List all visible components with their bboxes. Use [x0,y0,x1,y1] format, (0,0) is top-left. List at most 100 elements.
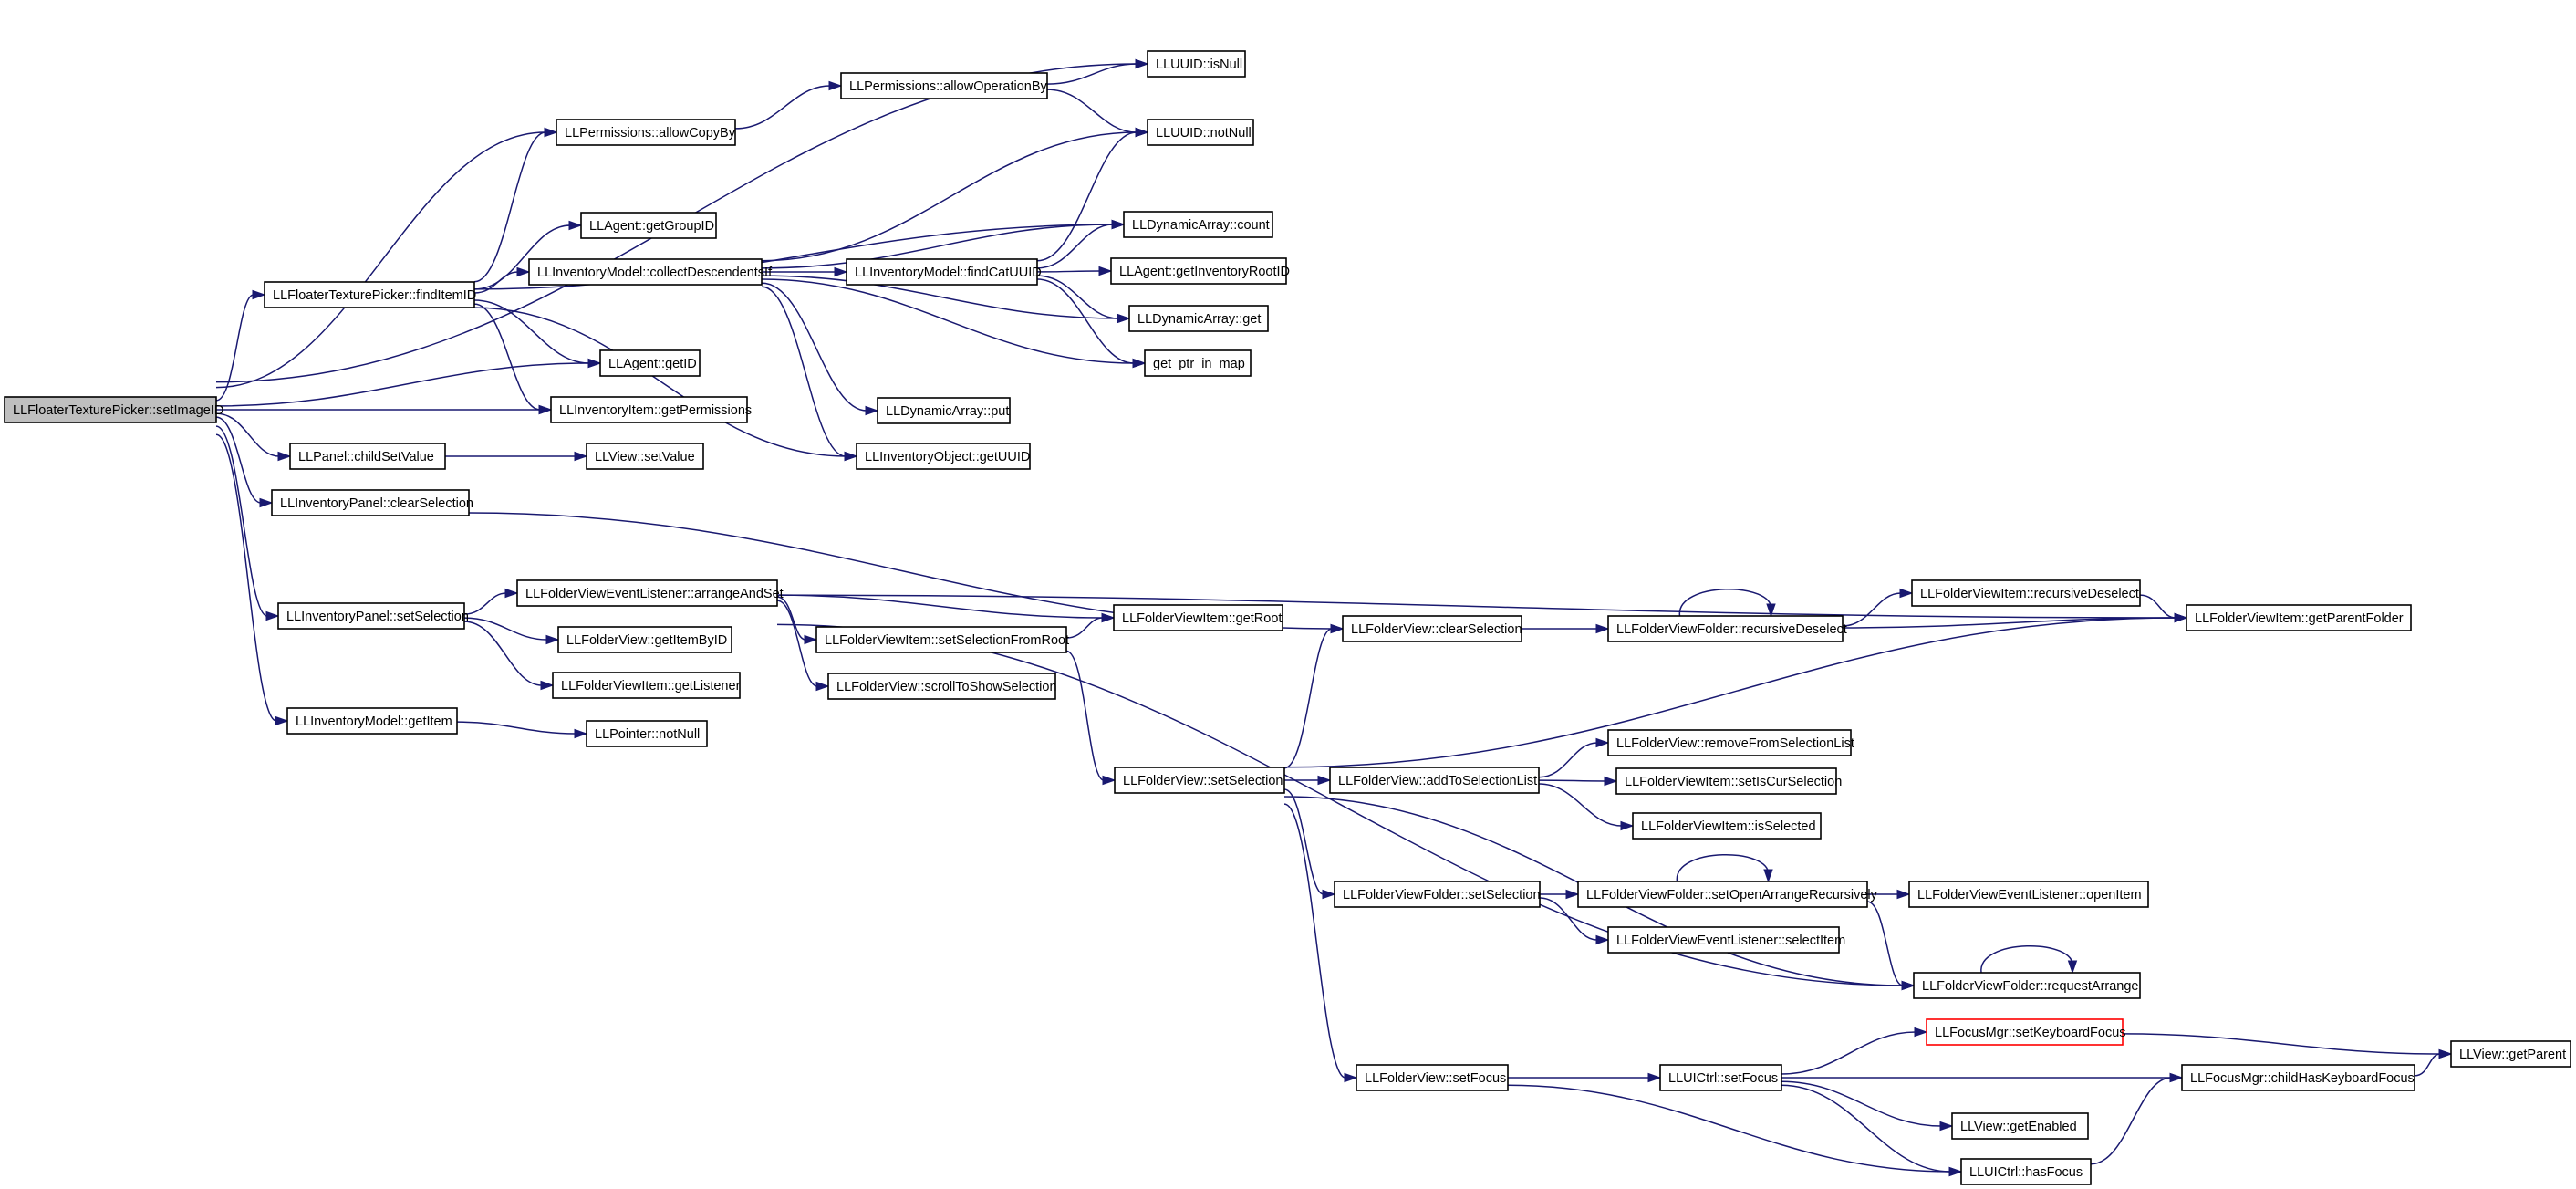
node-getid[interactable]: LLAgent::getID [599,349,701,377]
node-box[interactable] [1144,349,1252,377]
node-childsetvalue[interactable]: LLPanel::childSetValue [289,443,446,470]
node-box[interactable] [586,720,708,747]
node-box[interactable] [516,579,778,607]
node-notnull-uuid[interactable]: LLUUID::notNull [1147,119,1254,146]
node-box[interactable] [2181,1064,2415,1091]
node-box[interactable] [552,672,741,699]
node-box[interactable] [1114,767,1285,794]
node-box[interactable] [1110,257,1287,285]
node-box[interactable] [1356,1064,1509,1091]
node-getroot[interactable]: LLFolderViewItem::getRoot [1113,604,1283,631]
node-arrangeandset[interactable]: LLFolderViewEventListener::arrangeAndSet [516,579,784,607]
node-box[interactable] [1908,881,2149,908]
node-setiscurselection[interactable]: LLFolderViewItem::setIsCurSelection [1615,767,1842,795]
node-getenabled[interactable]: LLView::getEnabled [1951,1112,2089,1140]
node-da-get[interactable]: LLDynamicArray::get [1128,305,1269,332]
node-selectitem[interactable]: LLFolderViewEventListener::selectItem [1607,926,1845,954]
node-box[interactable] [1577,881,1868,908]
node-box[interactable] [1913,972,2141,999]
node-box[interactable] [2186,604,2412,631]
node-requestarrange[interactable]: LLFolderViewFolder::requestArrange [1913,972,2141,999]
node-box[interactable] [856,443,1031,470]
node-box[interactable] [815,626,1067,653]
node-box[interactable] [1607,926,1840,954]
node-im-getitem[interactable]: LLInventoryModel::getItem [286,707,458,735]
node-getinventoryrootid[interactable]: LLAgent::getInventoryRootID [1110,257,1290,285]
node-box[interactable] [1123,211,1273,238]
node-box[interactable] [827,673,1056,700]
node-setvalue[interactable]: LLView::setValue [586,443,704,470]
node-getuuid[interactable]: LLInventoryObject::getUUID [856,443,1031,470]
node-box[interactable] [1334,881,1541,908]
node-count[interactable]: LLDynamicArray::count [1123,211,1273,238]
node-box[interactable] [550,396,748,423]
node-getparent[interactable]: LLView::getParent [2450,1040,2571,1068]
node-box[interactable] [1615,767,1837,795]
node-box[interactable] [528,258,763,286]
node-isselected[interactable]: LLFolderViewItem::isSelected [1632,812,1822,840]
node-fv-setfocus[interactable]: LLFolderView::setFocus [1356,1064,1509,1091]
node-removefromselectionlist[interactable]: LLFolderView::removeFromSelectionList [1607,729,1854,756]
node-allowoperationby[interactable]: LLPermissions::allowOperationBy [840,72,1048,99]
node-finditemid[interactable]: LLFloaterTexturePicker::findItemID [264,281,476,308]
node-addtoselectionlist[interactable]: LLFolderView::addToSelectionList [1329,767,1540,794]
node-box[interactable] [264,281,475,308]
node-box[interactable] [1926,1018,2124,1046]
node-box[interactable] [277,602,465,630]
node-childhaskeyboardfocus[interactable]: LLFocusMgr::childHasKeyboardFocus [2181,1064,2415,1091]
node-findcatuuid[interactable]: LLInventoryModel::findCatUUID [846,258,1042,286]
node-isnull[interactable]: LLUUID::isNull [1147,50,1246,78]
node-box[interactable] [1607,729,1852,756]
node-box[interactable] [846,258,1038,286]
node-box[interactable] [1113,604,1283,631]
node-ip-setselection[interactable]: LLInventoryPanel::setSelection [277,602,469,630]
node-box[interactable] [1607,615,1844,642]
node-box[interactable] [1960,1158,2092,1185]
node-getparentfolder[interactable]: LLFolderViewItem::getParentFolder [2186,604,2412,631]
node-box[interactable] [1147,119,1254,146]
node-fv-clearselection[interactable]: LLFolderView::clearSelection [1342,615,1522,642]
node-box[interactable] [1147,50,1246,78]
node-box[interactable] [840,72,1048,99]
node-collectdescendentsif[interactable]: LLInventoryModel::collectDescendentsIf [528,258,773,286]
node-box[interactable] [1342,615,1522,642]
node-openitem[interactable]: LLFolderViewEventListener::openItem [1908,881,2149,908]
node-box[interactable] [586,443,704,470]
node-box[interactable] [1911,579,2141,607]
node-box[interactable] [877,397,1011,424]
node-getlistener[interactable]: LLFolderViewItem::getListener [552,672,741,699]
node-getitembyid[interactable]: LLFolderView::getItemByID [557,626,732,653]
node-fvf-setselection[interactable]: LLFolderViewFolder::setSelection [1334,881,1541,908]
node-recursivedeselect-folder[interactable]: LLFolderViewFolder::recursiveDeselect [1607,615,1847,642]
node-get-ptr-in-map[interactable]: get_ptr_in_map [1144,349,1252,377]
node-setkeyboardfocus[interactable]: LLFocusMgr::setKeyboardFocus [1926,1018,2126,1046]
node-getpermissions[interactable]: LLInventoryItem::getPermissions [550,396,752,423]
node-uictrl-setfocus[interactable]: LLUICtrl::setFocus [1659,1064,1782,1091]
node-pointer-notnull[interactable]: LLPointer::notNull [586,720,708,747]
node-box[interactable] [557,626,732,653]
node-box[interactable] [580,212,717,239]
node-box[interactable] [1659,1064,1782,1091]
node-ip-clearselection[interactable]: LLInventoryPanel::clearSelection [271,489,473,516]
node-box[interactable] [289,443,446,470]
node-box[interactable] [556,119,736,146]
node-fv-setselection[interactable]: LLFolderView::setSelection [1114,767,1285,794]
node-setselectionfromroot[interactable]: LLFolderViewItem::setSelectionFromRoot [815,626,1069,653]
node-recursivedeselect-item[interactable]: LLFolderViewItem::recursiveDeselect [1911,579,2141,607]
node-setopenarrangerecursively[interactable]: LLFolderViewFolder::setOpenArrangeRecurs… [1577,881,1878,908]
node-box[interactable] [1128,305,1269,332]
node-box[interactable] [286,707,458,735]
node-box[interactable] [4,396,217,423]
node-setimageid[interactable]: LLFloaterTexturePicker::setImageID [4,396,223,423]
node-allowcopyby[interactable]: LLPermissions::allowCopyBy [556,119,736,146]
node-hasfocus[interactable]: LLUICtrl::hasFocus [1960,1158,2092,1185]
node-box[interactable] [1951,1112,2089,1140]
node-scrolltoshowselection[interactable]: LLFolderView::scrollToShowSelection [827,673,1057,700]
node-box[interactable] [271,489,470,516]
node-box[interactable] [2450,1040,2571,1068]
node-box[interactable] [599,349,701,377]
node-getgroupid[interactable]: LLAgent::getGroupID [580,212,717,239]
node-box[interactable] [1329,767,1540,794]
node-da-put[interactable]: LLDynamicArray::put [877,397,1011,424]
node-box[interactable] [1632,812,1822,840]
